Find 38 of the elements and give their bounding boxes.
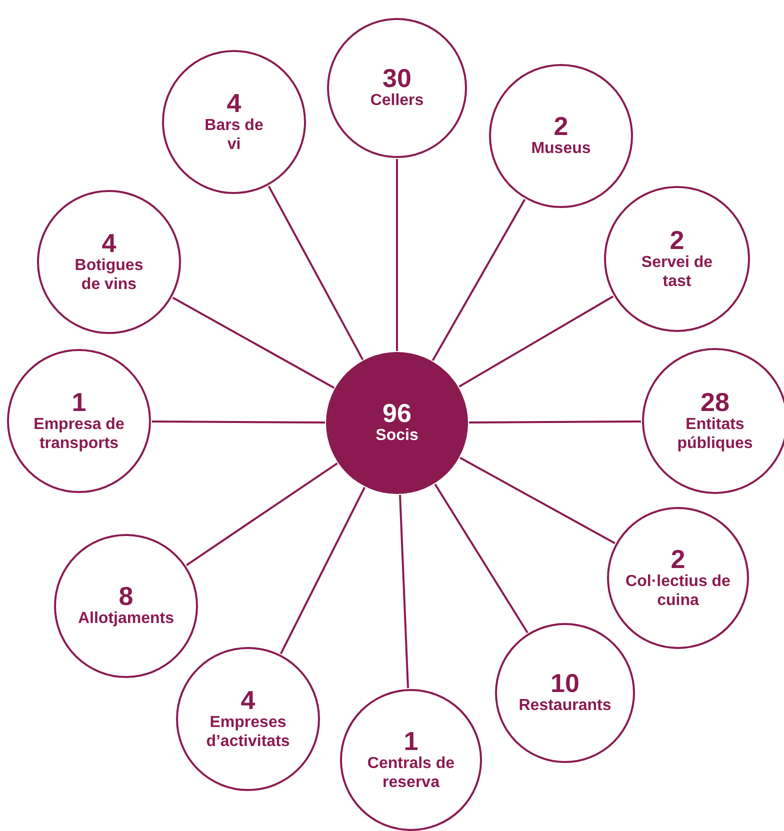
connector-line [280,486,366,654]
category-label: Empresa de transports [32,414,126,454]
connector-line [268,186,364,360]
connector-line [396,159,398,351]
count-value: 4 [240,686,256,713]
connector-line [432,198,526,361]
category-label: Centrals de reserva [366,754,456,792]
category-label: Botigues de vins [74,256,144,294]
category-label: Restaurants [518,696,612,716]
count-value: 28 [700,388,730,415]
connector-line [172,296,335,389]
category-label: Entitats públiques [676,414,754,454]
connector-line [399,494,409,688]
category-label: Servei de tast [640,252,714,292]
category-label: Bars de vi [204,116,264,154]
category-label: Cellers [369,91,425,111]
category-label: Empreses d’activitats [205,712,291,752]
count-value: 4 [102,230,116,256]
count-value: 2 [670,226,684,253]
category-label: Allotjaments [76,609,175,629]
count-value: 8 [118,583,134,610]
connector-line [186,462,338,566]
count-value: 1 [404,728,418,754]
category-label: Socis [374,426,420,446]
connector-line [458,296,614,388]
category-label: Col·lectius de cuina [624,572,732,610]
count-value: 10 [550,670,580,696]
connector-line [434,484,528,634]
count-value: 4 [226,90,242,116]
connector-line [460,456,616,544]
connector-line [152,420,325,424]
count-value: 96 [382,400,412,426]
count-value: 30 [382,65,412,92]
connector-line [469,420,641,424]
count-value: 1 [72,388,86,415]
count-value: 2 [670,546,686,572]
category-label: Museus [530,139,592,159]
count-value: 2 [554,113,568,140]
